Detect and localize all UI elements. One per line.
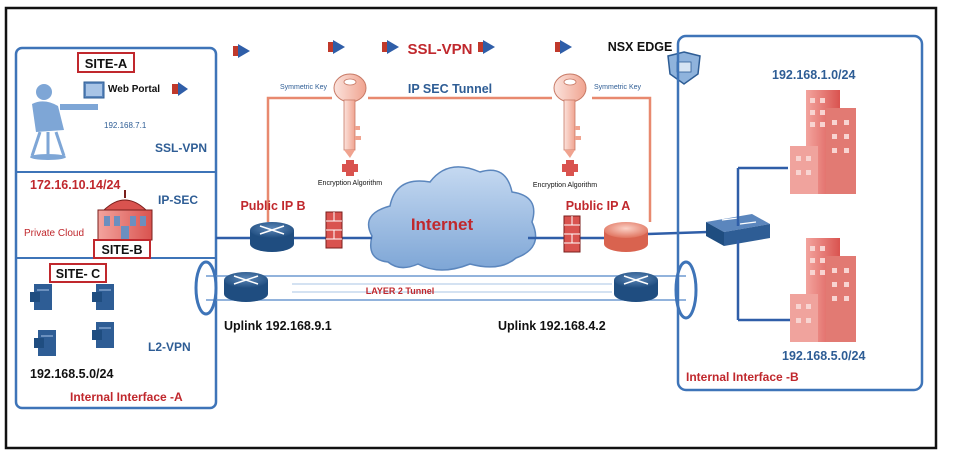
plus-icon <box>342 160 358 176</box>
server-icon-4 <box>92 322 114 348</box>
ip-192-168-7-1: 192.168.7.1 <box>104 121 147 130</box>
flow-arrow-icon <box>478 40 495 54</box>
flow-arrow-icon <box>555 40 572 54</box>
ssl-vpn-title: SSL-VPN <box>407 41 472 58</box>
layer2-tunnel <box>194 260 698 320</box>
site-a-label: SITE-A <box>85 56 128 71</box>
internet-cloud-icon <box>367 166 537 271</box>
web-portal-arrow-icon <box>172 82 188 96</box>
private-cloud-building-icon <box>97 190 153 241</box>
left-panel-border <box>14 46 218 410</box>
user-computer-icon <box>30 81 105 160</box>
symmetric-key-right-label: Symmetric Key <box>594 84 642 91</box>
site-b-label: SITE-B <box>102 243 143 257</box>
uplink-left-label: Uplink 192.168.9.1 <box>224 319 332 333</box>
net-192-168-5-0-left: 192.168.5.0/24 <box>30 367 113 381</box>
private-cloud-label: Private Cloud <box>24 228 84 239</box>
ip-sec-site-label: IP-SEC <box>158 193 198 207</box>
server-icon-2 <box>92 284 114 310</box>
symmetric-key-left-label: Symmetric Key <box>280 84 328 91</box>
site-a-badge <box>77 52 135 73</box>
symmetric-key-right-icon <box>553 73 587 158</box>
server-icon-1 <box>30 284 52 310</box>
flow-arrow-icon <box>382 40 399 54</box>
net-192-168-1-0-right: 192.168.1.0/24 <box>772 68 855 82</box>
router-uplink-left-icon <box>224 272 268 302</box>
ipsec-tunnel <box>266 96 652 222</box>
firewall-a-icon <box>563 215 581 253</box>
router-uplink-right-icon <box>614 272 658 302</box>
right-panel-border <box>676 34 924 392</box>
office-building-bottom-icon <box>790 238 856 342</box>
site-c-label: SITE- C <box>56 267 100 281</box>
l2-vpn-site-label: L2-VPN <box>148 340 191 354</box>
firewall-b-icon <box>325 211 343 249</box>
flow-arrow-icon <box>328 40 345 54</box>
web-portal-label: Web Portal <box>108 84 160 95</box>
ipsec-tunnel-label: IP SEC Tunnel <box>408 82 492 96</box>
router-public-ip-b-icon <box>250 222 294 252</box>
ip-172-16-10-14: 172.16.10.14/24 <box>30 178 120 192</box>
public-ip-b-label: Public IP B <box>240 199 305 213</box>
site-c-badge <box>49 263 107 283</box>
internal-interface-b-label: Internal Interface -B <box>686 370 799 384</box>
nsx-edge-label: NSX EDGE <box>608 40 673 54</box>
symmetric-key-left-icon <box>333 73 367 158</box>
flow-arrow-icon <box>233 44 250 58</box>
top-flow-arrows <box>233 40 572 58</box>
internet-label: Internet <box>411 215 474 234</box>
nsx-edge-shield-icon <box>667 51 701 85</box>
ssl-vpn-site-label: SSL-VPN <box>155 141 207 155</box>
encryption-algorithm-left-label: Encryption Algorithm <box>318 180 382 187</box>
layer2-tunnel-label: LAYER 2 Tunnel <box>366 286 435 296</box>
uplink-right-label: Uplink 192.168.4.2 <box>498 319 606 333</box>
right-edge-panel: 192.168.1.0/24 <box>676 34 924 392</box>
internal-interface-a-label: Internal Interface -A <box>70 390 183 404</box>
public-ip-a-label: Public IP A <box>566 199 631 213</box>
plus-icon <box>562 160 578 176</box>
office-building-top-icon <box>790 90 856 194</box>
site-b-badge <box>93 239 151 259</box>
server-icon-3 <box>34 330 56 356</box>
net-192-168-5-0-right: 192.168.5.0/24 <box>782 349 865 363</box>
outer-frame <box>4 6 938 450</box>
left-sites-panel: SITE-A Web Portal 192.168.7.1 SSL-VPN 17… <box>14 46 218 410</box>
encryption-algorithm-right-label: Encryption Algorithm <box>533 182 597 189</box>
router-public-ip-a-icon <box>604 222 648 252</box>
